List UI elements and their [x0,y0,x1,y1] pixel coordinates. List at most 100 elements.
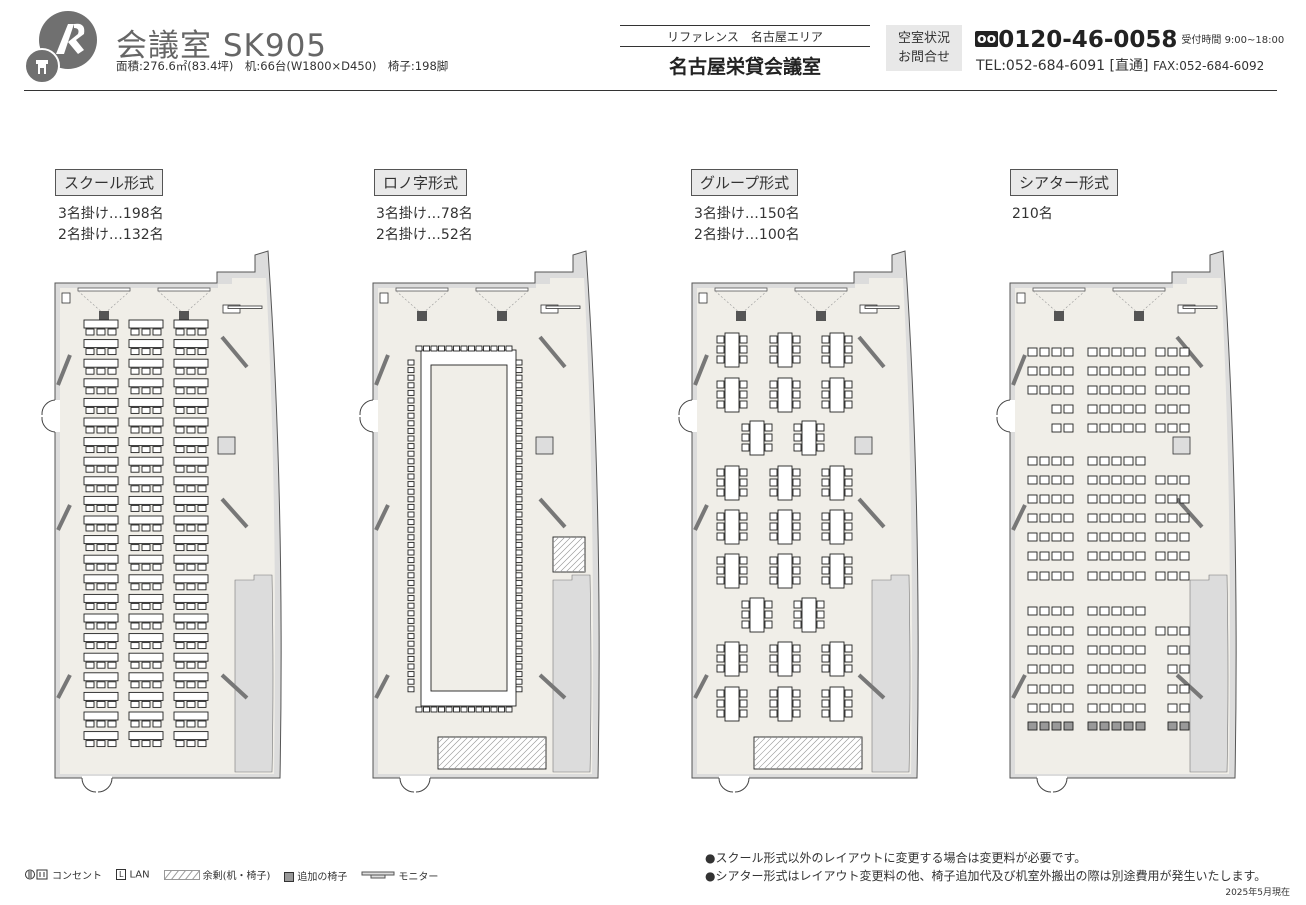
floor-plan-group [678,250,919,793]
chair [197,426,207,434]
chair [107,406,117,414]
chair [792,468,801,477]
chair [1063,513,1074,523]
group-table [724,686,740,722]
chair [1087,703,1098,713]
hatch-line [753,736,773,756]
chair [1051,404,1062,414]
chair [107,367,117,375]
chair [130,681,140,689]
chair [1111,494,1122,504]
monitor-cart [540,304,559,314]
chair [152,661,162,669]
chair [716,664,725,673]
chair [716,689,725,698]
chair [141,720,151,728]
chair [130,563,140,571]
chair [821,532,830,541]
as-of-date: 2025年5月現在 [1225,888,1290,898]
tel-number[interactable]: TEL:052-684-6091 [976,58,1106,74]
desk [173,437,209,447]
chair [1155,494,1166,504]
chair [107,465,117,473]
chair [716,478,725,487]
chair [792,335,801,344]
chair [407,655,415,662]
group-table [829,332,845,368]
chair [1167,347,1178,357]
chair [152,544,162,552]
chair [468,345,475,352]
capacity-line: 3名掛け…150名 [694,206,800,222]
chair [739,532,748,541]
chair [821,478,830,487]
chair [1123,475,1134,485]
chair [197,700,207,708]
hatch-line [787,736,821,770]
chair [741,610,750,619]
chair [85,426,95,434]
chair [407,496,415,503]
chair [515,412,523,419]
chair [1167,423,1178,433]
desk [83,613,119,623]
chair [515,617,523,624]
chair [407,640,415,647]
monitor-icon [864,305,900,309]
chair [407,572,415,579]
chair [844,335,853,344]
chair [197,328,207,336]
chair [152,563,162,571]
chair [1123,684,1134,694]
chair [152,348,162,356]
desk [128,691,164,701]
screen [475,287,529,292]
monitor-stand [1011,674,1027,699]
chair [1063,404,1074,414]
chair [141,426,151,434]
monitor-cart [1177,304,1196,314]
chair [186,642,196,650]
chair [175,485,185,493]
chair [739,654,748,663]
chair [96,524,106,532]
chair [792,355,801,364]
hatch-line [552,536,560,544]
chair [739,488,748,497]
chair [792,488,801,497]
freedial-number[interactable]: 0120-46-0058 [998,27,1178,53]
legend-surplus: 余剰(机・椅子) [163,867,270,883]
chair [769,566,778,575]
chair [515,595,523,602]
chair [1123,571,1134,581]
chair [430,345,438,352]
desk [83,652,119,662]
chair [96,426,106,434]
desk [173,378,209,388]
surplus-area [552,536,586,573]
chair [1123,347,1134,357]
chair [96,348,106,356]
chair [152,700,162,708]
chair [1039,366,1050,376]
chair [844,522,853,531]
chair [1087,347,1098,357]
hatch-line [853,760,863,770]
chair [1179,664,1190,674]
chair [515,663,523,670]
chair [1155,532,1166,542]
monitor-stand [1175,673,1204,700]
chair [96,700,106,708]
chair [769,488,778,497]
chair [844,664,853,673]
chair [1111,456,1122,466]
chair [197,642,207,650]
hatch-line [805,736,839,770]
chair [1063,456,1074,466]
chair [407,359,415,366]
hatch-line [565,552,586,573]
chair [130,740,140,748]
group-table [829,686,845,722]
chair [716,390,725,399]
chair [407,541,415,548]
